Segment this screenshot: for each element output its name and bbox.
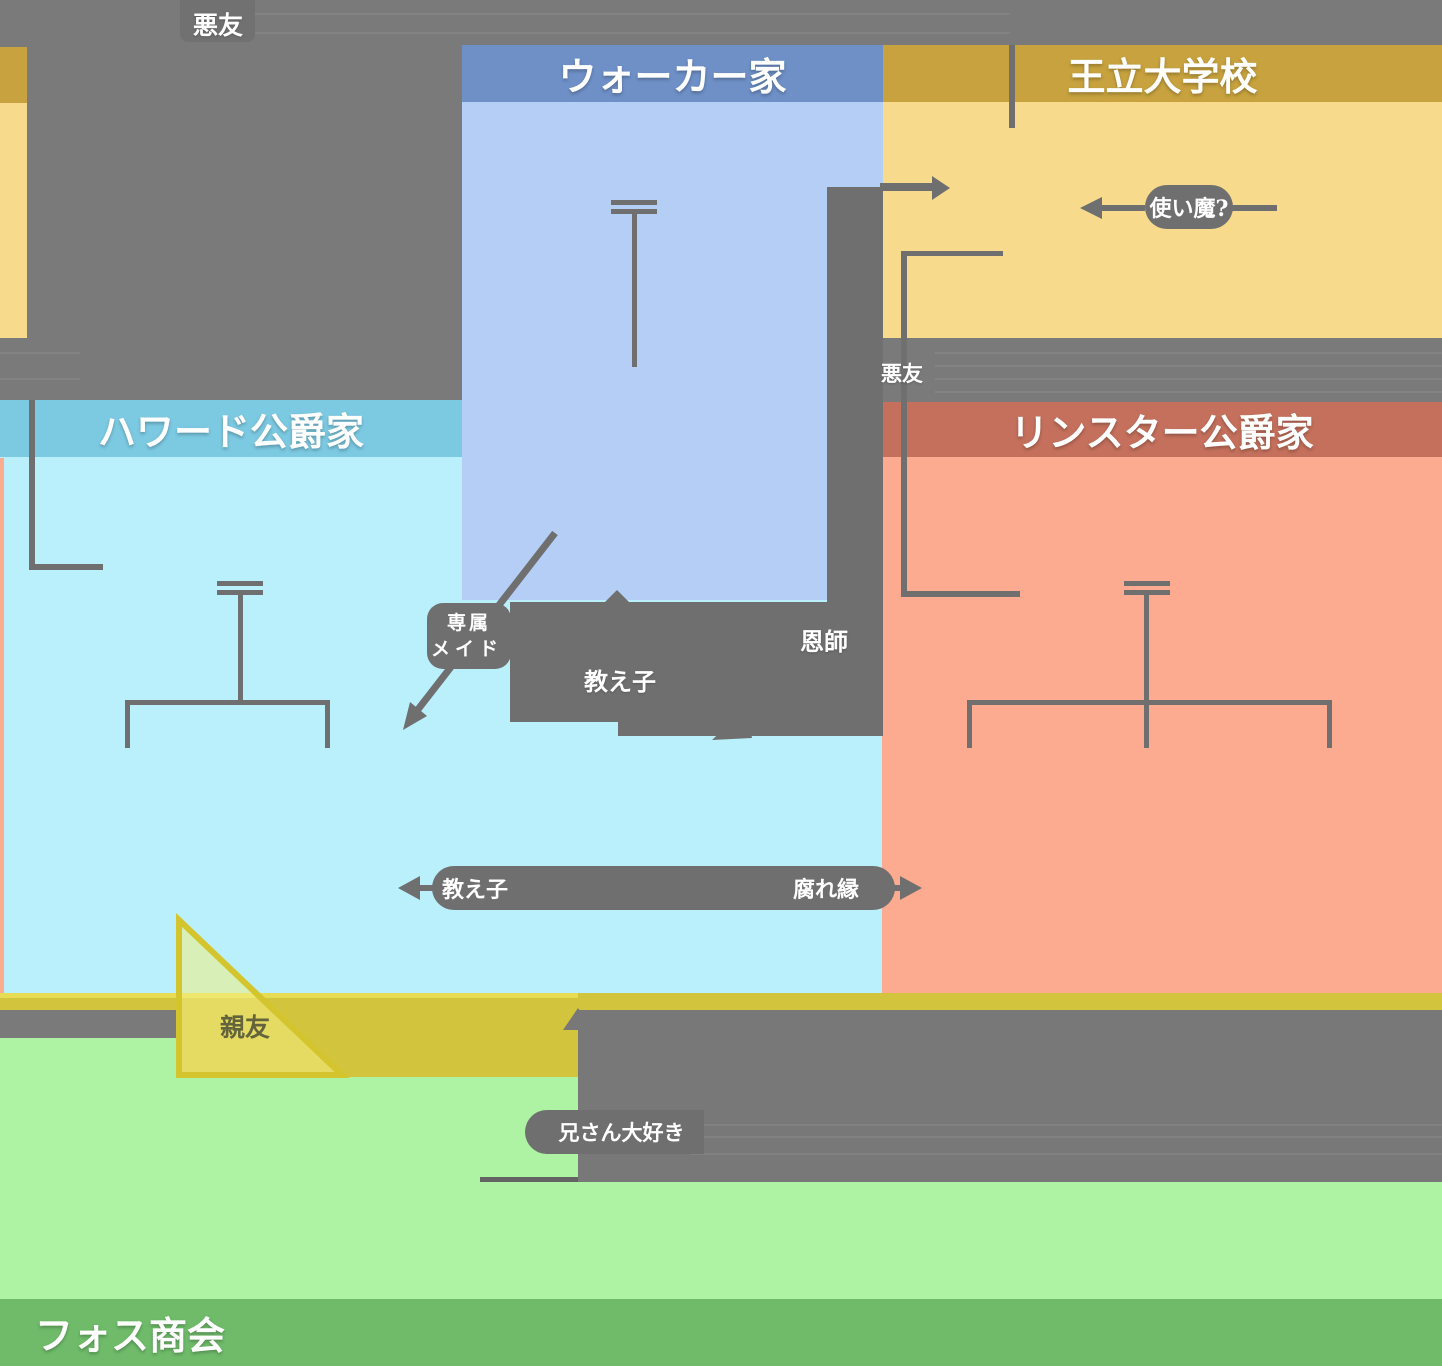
- mentor-label: 恩師: [800, 627, 848, 656]
- student-bottom-label: 教え子: [442, 877, 509, 903]
- university-section-title: 王立大学校: [1067, 54, 1258, 99]
- center-blob: [510, 602, 883, 722]
- left-strip-university-body: [0, 103, 27, 338]
- university-header-band: [883, 45, 1442, 102]
- olive-band-highlight: [0, 993, 578, 998]
- linster-tree-vertical: [1144, 595, 1149, 748]
- student-up-arrow-head: [604, 590, 630, 603]
- howard-elbow-vertical: [29, 400, 35, 570]
- howard-child-drop-right: [325, 700, 330, 748]
- exclusive-maid-line2: メイド: [430, 638, 503, 660]
- familiar-arrow-head-left: [1080, 197, 1102, 219]
- linster-section-title: リンスター公爵家: [1010, 410, 1314, 455]
- bottom-dark-line: [480, 1177, 578, 1182]
- university-arrow-shaft: [880, 183, 932, 191]
- streak: [700, 1124, 1442, 1126]
- exclusive-maid-label-pill: 専属 メイド: [427, 603, 511, 669]
- linster-elbow-horizontal-top: [903, 251, 1003, 256]
- howard-marriage-line-bottom: [217, 590, 263, 595]
- howard-marriage-line-top: [217, 581, 263, 586]
- streak: [935, 365, 1442, 367]
- center-blob-extension: [618, 722, 883, 736]
- familiar-arrow-shaft-left: [1102, 205, 1145, 211]
- streak: [690, 1153, 1442, 1155]
- left-salmon-sliver: [0, 458, 4, 995]
- foss-header-band: [0, 1299, 1442, 1366]
- streak: [935, 391, 1442, 393]
- streak: [250, 13, 1010, 15]
- familiar-label-pill: 使い魔?: [1145, 185, 1233, 229]
- howard-tree-vertical: [238, 595, 243, 702]
- student-band-head-left: [398, 876, 420, 900]
- student-band-head-right: [900, 876, 922, 900]
- best-friend-label: 親友: [220, 1013, 271, 1042]
- howard-child-drop-left: [125, 700, 130, 748]
- howard-children-bar: [125, 700, 330, 705]
- howard-elbow-horizontal: [29, 564, 103, 570]
- howard-header-band: [0, 400, 462, 457]
- maid-arrow-head: [403, 702, 427, 730]
- walker-tree-vertical: [632, 214, 637, 367]
- linster-elbow-horizontal-bottom: [901, 591, 1020, 597]
- foss-section-title: フォス商会: [35, 1313, 226, 1358]
- howard-section-title: ハワード公爵家: [97, 409, 364, 454]
- familiar-arrow-shaft-right: [1232, 205, 1277, 211]
- brother-love-label-pill: 兄さん大好き: [525, 1110, 704, 1154]
- walker-section-body: [462, 102, 883, 600]
- exclusive-maid-line1: 専属: [446, 612, 491, 634]
- walker-header-band: [462, 45, 883, 102]
- streak: [250, 32, 1010, 34]
- streak: [700, 1136, 1442, 1138]
- fated-bond-label: 腐れ縁: [792, 877, 859, 903]
- best-friend-triangle: [176, 913, 350, 1078]
- top-bad-friend-label: 悪友: [193, 11, 244, 40]
- bottom-right-gray-overlay: [578, 1010, 1442, 1182]
- mentor-downleft-arrow-head: [712, 708, 752, 740]
- streak: [935, 352, 1442, 354]
- streak: [0, 378, 80, 380]
- streak: [0, 352, 80, 354]
- linster-child-drop-left: [967, 700, 972, 748]
- student-band-shaft-right: [890, 885, 904, 891]
- linster-marriage-line-top: [1124, 581, 1170, 586]
- student-center-label: 教え子: [584, 667, 656, 696]
- linster-elbow-vertical: [901, 251, 907, 597]
- university-top-connector: [1009, 45, 1015, 128]
- top-bad-friend-pill-bg: [180, 0, 255, 42]
- mid-bad-friend-label: 悪友: [881, 361, 923, 386]
- walker-marriage-line-top: [611, 200, 657, 205]
- walker-marriage-line-bottom: [611, 209, 657, 214]
- linster-header-band: [882, 402, 1442, 457]
- left-strip-university-header: [0, 47, 27, 103]
- best-friend-connector-band: [0, 1010, 178, 1038]
- linster-children-bar: [967, 700, 1332, 705]
- walker-section-title: ウォーカー家: [558, 54, 787, 99]
- brother-up-arrow-head: [563, 1008, 593, 1030]
- linster-child-drop-right: [1327, 700, 1332, 748]
- student-fatedbond-band: 教え子 腐れ縁: [432, 866, 895, 910]
- student-band-shaft-left: [412, 885, 437, 891]
- linster-section-body: [882, 457, 1442, 995]
- streak: [935, 378, 1442, 380]
- foss-body-left-patch: [0, 1038, 178, 1077]
- linster-marriage-line-bottom: [1124, 590, 1170, 595]
- university-arrow-head: [932, 176, 950, 200]
